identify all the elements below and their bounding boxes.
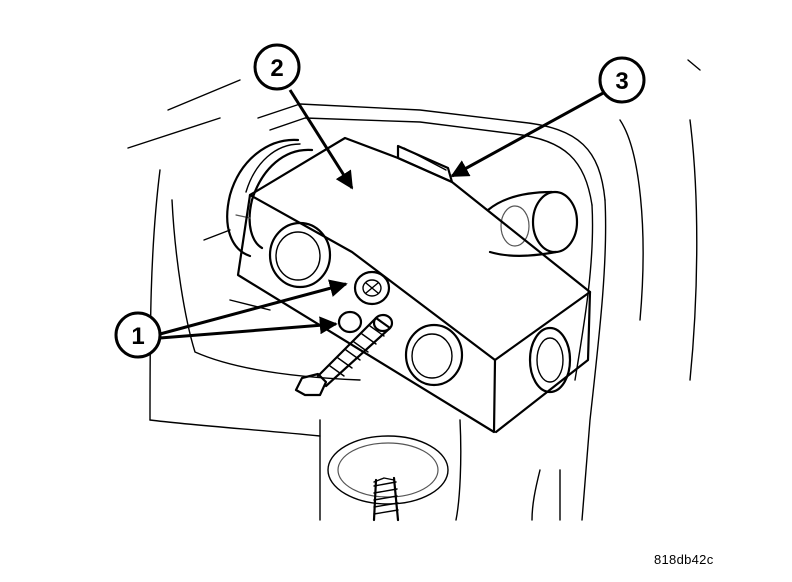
callout-3-number: 3 bbox=[615, 68, 628, 95]
mounting-bolt bbox=[294, 313, 394, 397]
callout-2: 2 bbox=[253, 43, 301, 91]
bolt-hole-upper bbox=[353, 270, 391, 306]
leader-1b bbox=[159, 316, 338, 340]
callout-1-number: 1 bbox=[131, 323, 144, 350]
bulkhead-background bbox=[127, 59, 701, 521]
lower-socket bbox=[327, 435, 449, 522]
inlet-port bbox=[268, 221, 332, 289]
callout-1: 1 bbox=[114, 311, 162, 359]
leader-1a bbox=[159, 279, 348, 336]
leader-3 bbox=[450, 90, 606, 178]
expansion-valve-block bbox=[236, 136, 592, 434]
left-flange bbox=[226, 138, 314, 258]
gasket-strip bbox=[396, 144, 454, 184]
leader-lines bbox=[159, 89, 606, 340]
end-port bbox=[528, 326, 572, 394]
bolt-hole-lower bbox=[337, 310, 363, 334]
callout-2-number: 2 bbox=[270, 55, 283, 82]
right-fitting bbox=[486, 190, 579, 257]
callout-3: 3 bbox=[598, 56, 646, 104]
leader-2 bbox=[288, 89, 354, 190]
outlet-port bbox=[404, 323, 464, 387]
figure-id-label: 818db42c bbox=[654, 552, 714, 567]
